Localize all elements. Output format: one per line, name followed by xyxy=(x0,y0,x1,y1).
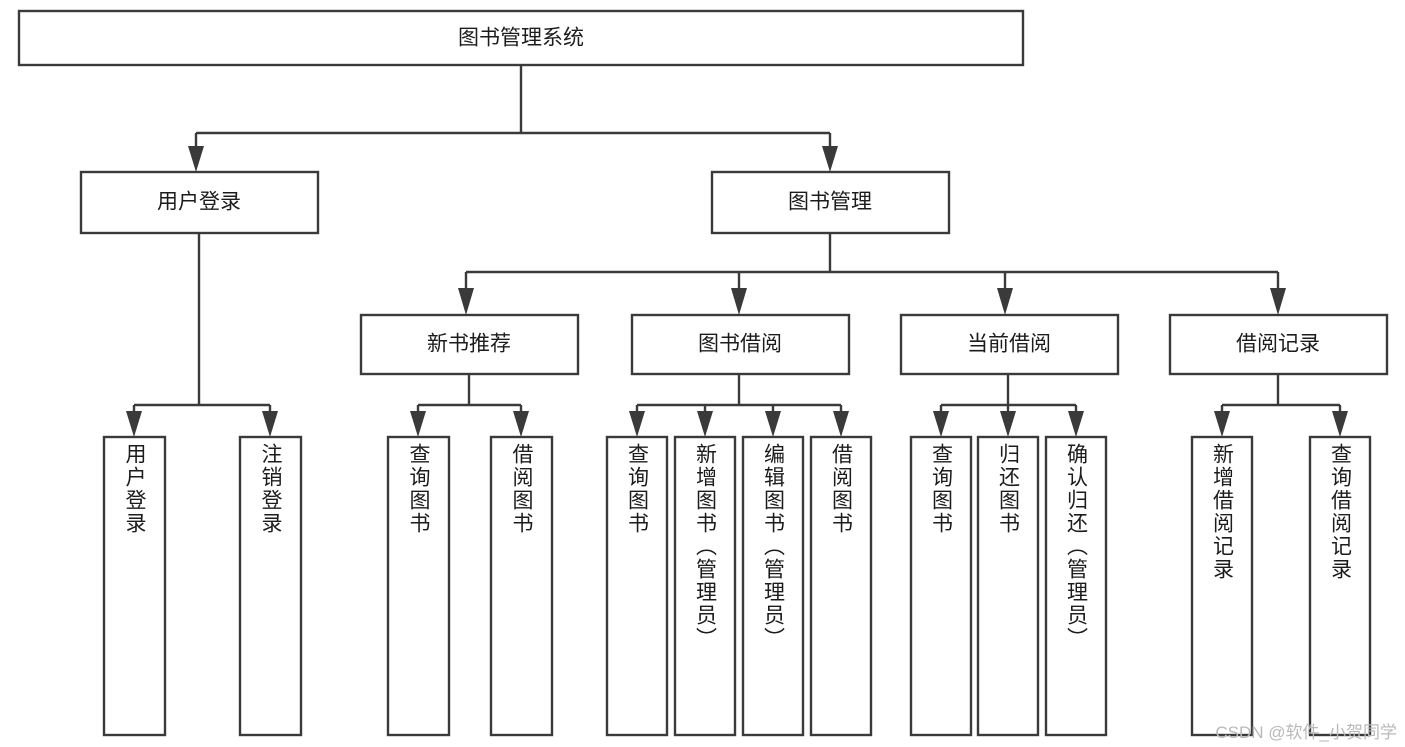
leaf-query-book-1[interactable]: 查询图书 xyxy=(388,437,449,735)
arrow-head-leaf-return-book xyxy=(1000,411,1016,437)
leaf-add-book[interactable]: 新增图书（管理员） xyxy=(675,437,735,735)
leaf-boxes-new-book-recommend xyxy=(386,435,554,737)
leaf-box-borrow-book-2[interactable] xyxy=(809,435,873,737)
leaf-box-return-book[interactable] xyxy=(976,435,1040,737)
node-user-login-label: 用户登录 xyxy=(157,191,241,214)
node-new-book-recommend[interactable]: 新书推荐 xyxy=(359,313,580,376)
leaf-user-login[interactable]: 用户登录 xyxy=(104,437,165,735)
connectors-book-management-to-level3 xyxy=(458,233,1286,315)
leaf-confirm-return-label: 确认归还（管理员） xyxy=(1064,443,1088,650)
connectors-user-login-to-leaves xyxy=(126,233,278,437)
node-root-label: 图书管理系统 xyxy=(458,27,584,50)
leaf-borrow-book-1-label: 借阅图书 xyxy=(510,443,533,535)
leaf-query-book-2[interactable]: 查询图书 xyxy=(607,437,667,735)
watermark: CSDN @软件_小贺同学 xyxy=(1215,723,1397,742)
leaf-user-login-label: 用户登录 xyxy=(123,443,146,535)
leaf-borrow-book-2[interactable]: 借阅图书 xyxy=(811,437,871,735)
arrow-head-book-management xyxy=(822,146,838,172)
arrow-head-leaf-borrow-book-1 xyxy=(513,411,529,437)
leaf-boxes-current-borrow xyxy=(909,435,1108,737)
leaf-query-book-2-label: 查询图书 xyxy=(625,443,649,535)
leaf-boxes-borrow-record xyxy=(1190,435,1372,737)
leaf-box-query-book-1[interactable] xyxy=(386,435,451,737)
leaf-confirm-return[interactable]: 确认归还（管理员） xyxy=(1046,437,1106,735)
node-borrow-record[interactable]: 借阅记录 xyxy=(1168,313,1389,376)
arrow-head-leaf-logout xyxy=(262,411,278,437)
leaf-return-book-label: 归还图书 xyxy=(996,443,1020,535)
leaf-box-query-record[interactable] xyxy=(1308,435,1372,737)
node-book-borrow-label: 图书借阅 xyxy=(698,333,782,356)
arrow-head-leaf-query-book-2 xyxy=(629,411,645,437)
leaf-query-record-label: 查询借阅记录 xyxy=(1328,443,1352,581)
node-user-login[interactable]: 用户登录 xyxy=(79,170,320,235)
leaf-edit-book[interactable]: 编辑图书（管理员） xyxy=(743,437,803,735)
leaf-box-add-book[interactable] xyxy=(673,435,737,737)
leaf-boxes-user-login xyxy=(102,435,303,737)
connectors-root-to-level2 xyxy=(188,65,838,172)
leaf-add-book-label: 新增图书（管理员） xyxy=(693,443,717,650)
leaf-box-logout[interactable] xyxy=(238,435,303,737)
arrow-head-leaf-query-book-1 xyxy=(410,411,426,437)
leaf-edit-book-label: 编辑图书（管理员） xyxy=(761,443,785,650)
leaf-logout-label: 注销登录 xyxy=(259,443,282,535)
leaf-box-query-book-2[interactable] xyxy=(605,435,669,737)
arrow-head-leaf-confirm-return xyxy=(1068,411,1084,437)
leaf-logout[interactable]: 注销登录 xyxy=(240,437,301,735)
arrow-head-leaf-edit-book xyxy=(765,411,781,437)
connectors-borrow-record-to-leaves xyxy=(1214,374,1348,437)
leaf-query-record[interactable]: 查询借阅记录 xyxy=(1310,437,1370,735)
leaf-boxes-book-borrow xyxy=(605,435,873,737)
node-book-borrow[interactable]: 图书借阅 xyxy=(630,313,851,376)
node-book-management-label: 图书管理 xyxy=(788,191,872,214)
node-root[interactable]: 图书管理系统 xyxy=(17,9,1025,67)
leaf-query-book-1-label: 查询图书 xyxy=(407,443,430,535)
leaf-box-edit-book[interactable] xyxy=(741,435,805,737)
arrow-head-current-borrow xyxy=(997,288,1013,315)
leaf-borrow-book-2-label: 借阅图书 xyxy=(829,443,853,535)
connectors-current-borrow-to-leaves xyxy=(933,374,1084,437)
arrow-head-user-login xyxy=(188,146,204,172)
leaf-query-book-3-label: 查询图书 xyxy=(929,443,953,535)
arrow-head-leaf-add-book xyxy=(697,411,713,437)
arrow-head-leaf-query-record xyxy=(1332,411,1348,437)
arrow-head-leaf-user-login xyxy=(126,411,142,437)
node-current-borrow[interactable]: 当前借阅 xyxy=(899,313,1120,376)
leaf-return-book[interactable]: 归还图书 xyxy=(978,437,1038,735)
leaf-add-record[interactable]: 新增借阅记录 xyxy=(1192,437,1252,735)
leaf-box-add-record[interactable] xyxy=(1190,435,1254,737)
arrow-head-new-book-recommend xyxy=(458,288,474,315)
arrow-head-leaf-borrow-book-2 xyxy=(833,411,849,437)
connectors-book-borrow-to-leaves xyxy=(629,374,849,437)
leaf-box-borrow-book-1[interactable] xyxy=(489,435,554,737)
node-current-borrow-label: 当前借阅 xyxy=(967,333,1051,356)
node-book-management[interactable]: 图书管理 xyxy=(710,170,951,235)
arrow-head-borrow-record xyxy=(1270,288,1286,315)
node-borrow-record-label: 借阅记录 xyxy=(1236,333,1320,356)
arrow-head-leaf-add-record xyxy=(1214,411,1230,437)
leaf-box-confirm-return[interactable] xyxy=(1044,435,1108,737)
arrow-head-leaf-query-book-3 xyxy=(933,411,949,437)
leaf-box-query-book-3[interactable] xyxy=(909,435,973,737)
leaf-box-user-login[interactable] xyxy=(102,435,167,737)
leaf-borrow-book-1[interactable]: 借阅图书 xyxy=(491,437,552,735)
connectors-new-book-recommend-to-leaves xyxy=(410,374,529,437)
node-new-book-recommend-label: 新书推荐 xyxy=(427,333,511,356)
arrow-head-book-borrow xyxy=(731,288,747,315)
leaf-query-book-3[interactable]: 查询图书 xyxy=(911,437,971,735)
leaf-add-record-label: 新增借阅记录 xyxy=(1210,443,1234,581)
